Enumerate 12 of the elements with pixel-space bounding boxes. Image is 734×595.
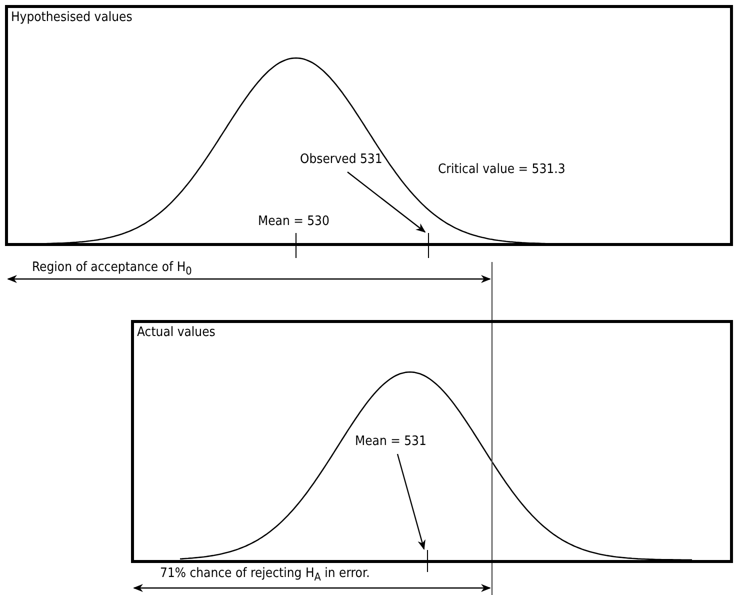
tick-mark: [428, 233, 429, 258]
dimension-label: 71% chance of rejecting H$_{A}$ in error.: [160, 566, 370, 586]
leader-arrow: [396, 454, 426, 550]
panel-title: Hypothesised values: [11, 10, 132, 26]
dimension-label: Region of acceptance of H$_{0}$: [32, 260, 192, 280]
axis-annotation: Mean = 530: [258, 214, 330, 230]
axis-annotation: Critical value = 531.3: [438, 162, 566, 178]
panel-title: Actual values: [137, 325, 216, 341]
leader-arrow: [347, 172, 426, 233]
tick-mark: [427, 550, 428, 572]
callout-text: Observed 531: [300, 152, 395, 170]
callout-text: Mean = 531: [355, 434, 440, 452]
